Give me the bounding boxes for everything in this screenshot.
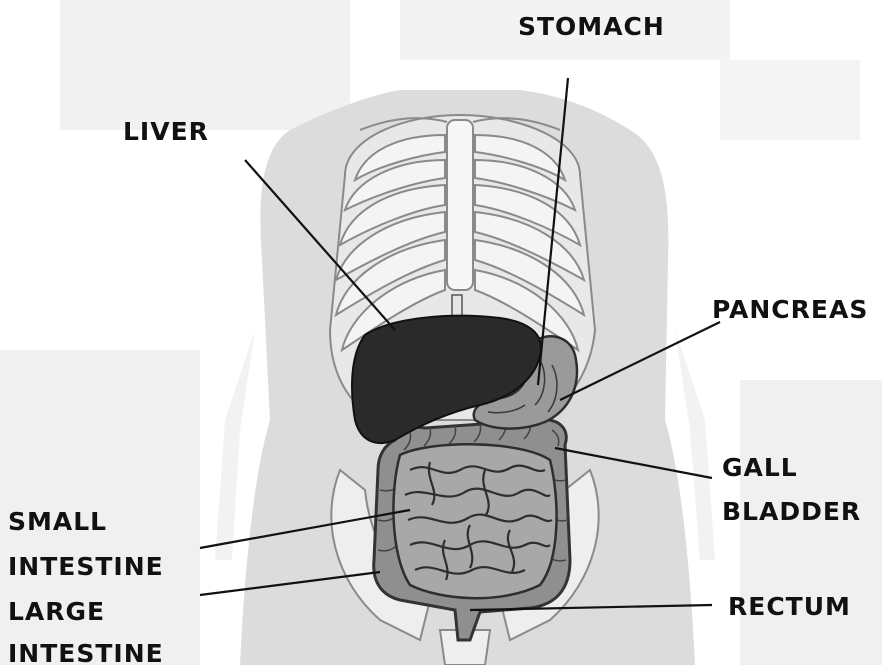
label-gall-bladder-2: BLADDER <box>722 497 861 526</box>
label-gall-bladder-1: GALL <box>722 453 798 482</box>
label-large-intestine-1: LARGE <box>8 597 105 626</box>
label-small-intestine-1: SMALL <box>8 507 107 536</box>
label-liver: LIVER <box>123 117 209 146</box>
label-stomach: STOMACH <box>518 12 665 41</box>
label-small-intestine-2: INTESTINE <box>8 552 164 581</box>
label-large-intestine-2: INTESTINE <box>8 639 164 665</box>
label-rectum: RECTUM <box>728 592 851 621</box>
left-arm-gap <box>215 330 255 560</box>
label-pancreas: PANCREAS <box>712 295 868 324</box>
